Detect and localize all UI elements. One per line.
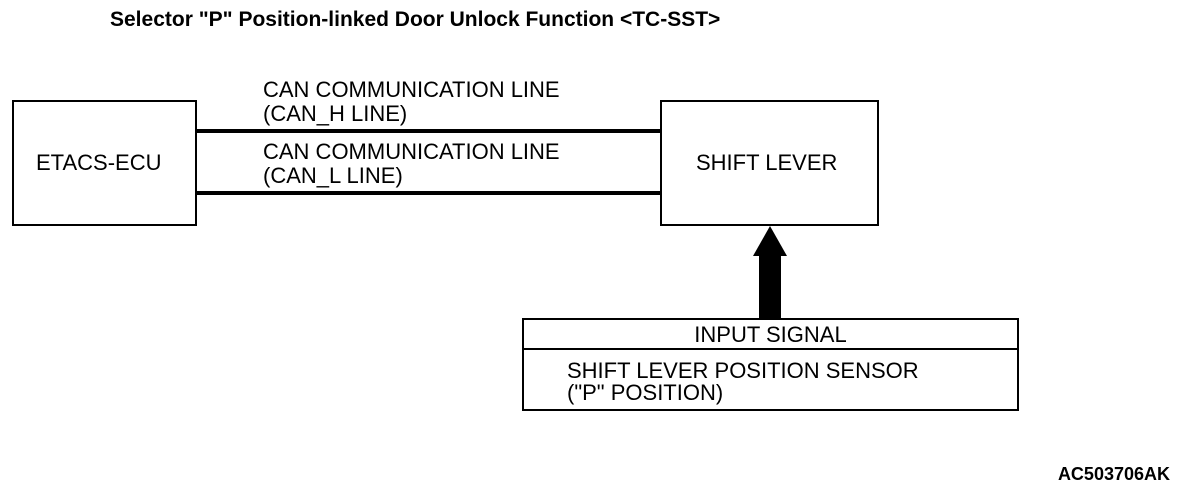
can-h-label: CAN COMMUNICATION LINE (CAN_H LINE) <box>263 78 560 126</box>
etacs-ecu-box: ETACS-ECU <box>12 100 197 226</box>
input-signal-body: SHIFT LEVER POSITION SENSOR ("P" POSITIO… <box>567 360 919 404</box>
arrow-shaft <box>759 255 781 318</box>
diagram-title: Selector "P" Position-linked Door Unlock… <box>110 8 721 31</box>
input-signal-box: INPUT SIGNAL SHIFT LEVER POSITION SENSOR… <box>522 318 1019 411</box>
can-l-label-line1: CAN COMMUNICATION LINE <box>263 139 560 164</box>
can-l-label-line2: (CAN_L LINE) <box>263 163 403 188</box>
can-l-line <box>197 191 660 195</box>
input-signal-line2: ("P" POSITION) <box>567 380 724 405</box>
up-arrow-icon <box>753 226 787 256</box>
etacs-ecu-label: ETACS-ECU <box>36 150 162 175</box>
input-signal-line1: SHIFT LEVER POSITION SENSOR <box>567 358 919 383</box>
can-h-label-line2: (CAN_H LINE) <box>263 101 408 126</box>
shift-lever-label: SHIFT LEVER <box>696 150 838 175</box>
can-h-line <box>197 129 660 133</box>
input-signal-header: INPUT SIGNAL <box>524 320 1017 350</box>
figure-id: AC503706AK <box>1057 464 1170 484</box>
can-h-label-line1: CAN COMMUNICATION LINE <box>263 77 560 102</box>
shift-lever-box: SHIFT LEVER <box>660 100 879 226</box>
can-l-label: CAN COMMUNICATION LINE (CAN_L LINE) <box>263 140 560 188</box>
